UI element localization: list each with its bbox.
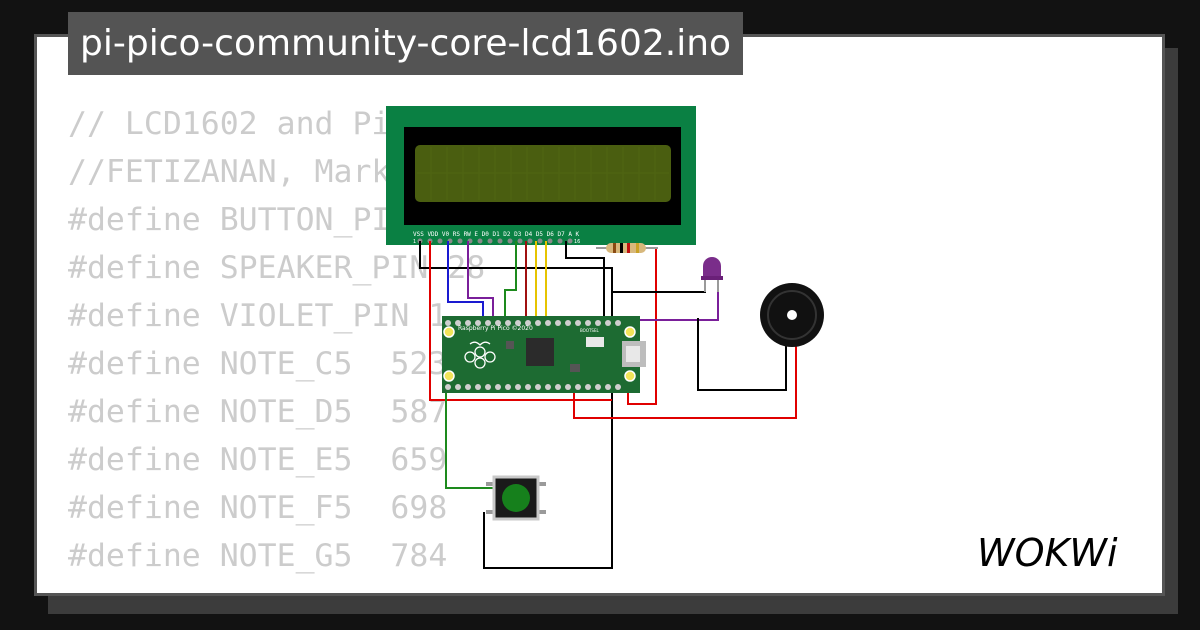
- lcd1602-display[interactable]: VSS VDD V0 RS RW E D0 D1 D2 D3 D4 D5 D6 …: [386, 106, 696, 245]
- pico-silkscreen: Raspberry Pi Pico ©2020: [458, 325, 533, 332]
- lcd-pin-last: 16: [574, 239, 580, 245]
- code-line: #define NOTE_G5 784: [68, 538, 448, 574]
- wokwi-logo: WOKWi: [977, 531, 1118, 575]
- pushbutton[interactable]: [486, 475, 546, 521]
- lcd-pin-first: 1: [413, 239, 416, 245]
- code-line: // LCD1602 and Pi: [68, 106, 391, 142]
- code-line: //FETIZANAN, Mark: [68, 154, 391, 190]
- lcd-pin-labels: VSS VDD V0 RS RW E D0 D1 D2 D3 D4 D5 D6 …: [413, 231, 580, 238]
- code-line: #define VIOLET_PIN 1: [68, 298, 448, 334]
- raspberry-logo-icon: [464, 341, 496, 369]
- code-line: #define NOTE_E5 659: [68, 442, 448, 478]
- wires: [419, 241, 797, 569]
- code-background: // LCD1602 and Pi //FETIZANAN, Mark #defin…: [68, 100, 485, 580]
- raspberry-pi-pico-board[interactable]: Raspberry Pi Pico ©2020 BOOTSEL: [442, 316, 646, 393]
- code-line: #define NOTE_D5 587: [68, 394, 448, 430]
- resistor[interactable]: [596, 243, 658, 253]
- wokwi-logo-text: WOKWi: [977, 531, 1118, 575]
- led[interactable]: [701, 257, 723, 292]
- code-line: #define BUTTON_PI: [68, 202, 391, 238]
- pico-bootsel-label: BOOTSEL: [580, 328, 599, 333]
- buzzer[interactable]: [760, 283, 824, 347]
- code-line: #define NOTE_F5 698: [68, 490, 448, 526]
- code-line: #define NOTE_C5 523: [68, 346, 448, 382]
- project-title[interactable]: pi-pico-community-core-lcd1602.ino: [68, 12, 744, 75]
